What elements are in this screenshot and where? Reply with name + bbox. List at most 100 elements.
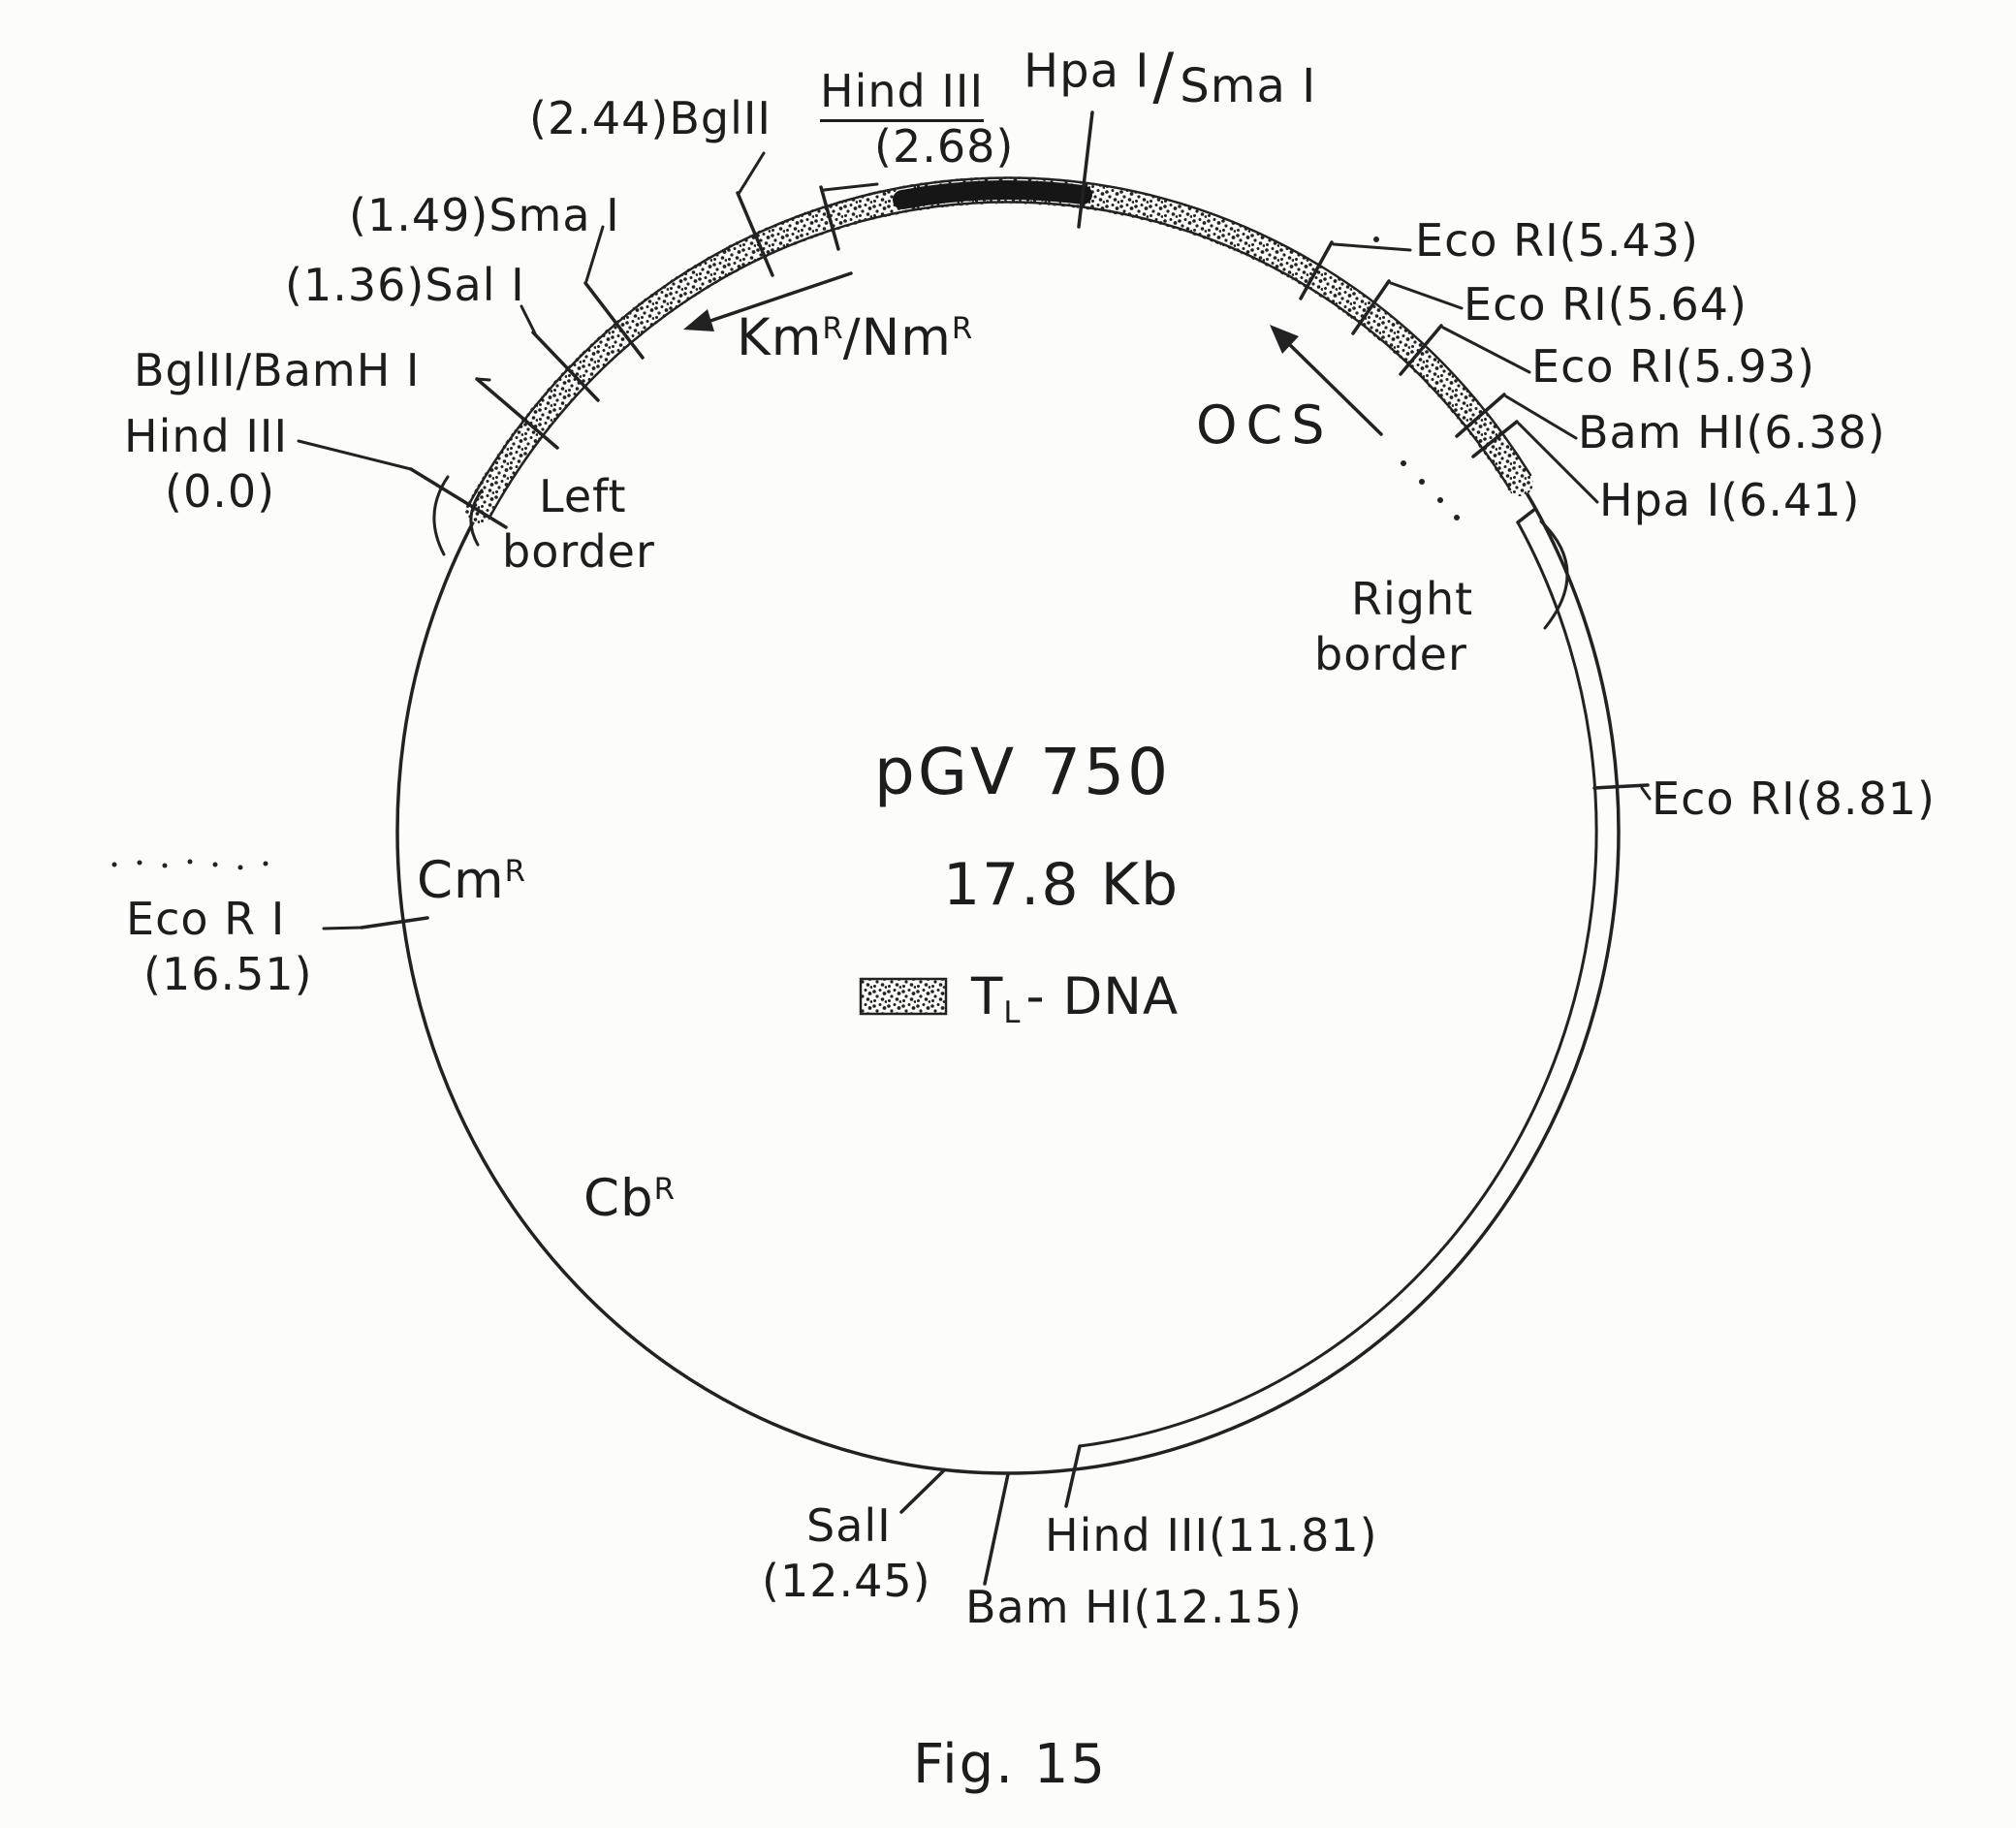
- gene-name: /Nm: [842, 308, 952, 367]
- label-sali-1245: SalI (12.45): [762, 1498, 931, 1609]
- label-ecori-543: Eco RI(5.43): [1415, 213, 1699, 268]
- tick-smai-149: [583, 281, 645, 360]
- stray-dot: [237, 865, 243, 870]
- label-left-border: Left border: [502, 469, 655, 580]
- label-cb-gene: CbR: [583, 1167, 675, 1231]
- leader-bglii-244: [737, 151, 766, 196]
- label-hpai-smai-top: Hpa I/Sma I: [1024, 39, 1316, 116]
- plasmid-title: pGV 750: [874, 733, 1171, 812]
- site-name: (1.36)Sal I: [285, 259, 525, 311]
- tick-bamhi-638: [1455, 393, 1506, 438]
- label-bamhi-1215: Bam HI(12.15): [965, 1580, 1303, 1635]
- ocs-arrow-line: [1286, 341, 1383, 436]
- region-name: Right: [1351, 573, 1474, 625]
- tick-bglii-244: [736, 191, 774, 277]
- site-name: Sma I: [1180, 59, 1317, 114]
- figure-caption: Fig. 15: [913, 1731, 1107, 1798]
- leader-bamhi-638: [1504, 394, 1578, 440]
- leader-ecori-564: [1389, 281, 1464, 310]
- tick-hpai-641: [1471, 420, 1519, 458]
- tick-hindiii-1181: [1064, 1444, 1082, 1508]
- tick-hindiii-268: [819, 185, 840, 251]
- site-name: Hpa I(6.41): [1599, 474, 1861, 526]
- gene-name: Km: [737, 308, 823, 367]
- legend-t: T: [971, 967, 1004, 1026]
- stray-dot: [263, 861, 268, 867]
- stray-dot: [162, 863, 168, 868]
- site-name: Eco RI(5.64): [1464, 278, 1748, 331]
- band-dark-blob: [893, 180, 1092, 209]
- ocs-arrowhead-icon: [1270, 325, 1299, 354]
- site-name: Bam HI(6.38): [1578, 406, 1886, 458]
- tick-ecori-881: [1592, 783, 1650, 790]
- site-position: (2.68): [874, 120, 1015, 173]
- label-hindiii-1181: Hind III(11.81): [1045, 1508, 1378, 1563]
- site-name: BglII/BamH I: [134, 344, 421, 396]
- label-ecori-564: Eco RI(5.64): [1464, 277, 1748, 332]
- plasmid-name: pGV 750: [873, 735, 1172, 809]
- site-name: Hpa I: [1024, 44, 1150, 99]
- label-ecori-1651: Eco R I (16.51): [126, 892, 313, 1002]
- tldna-band: [465, 176, 1533, 524]
- ocs-dot: [1437, 497, 1443, 503]
- label-hindiii-268: Hind III (2.68): [820, 64, 1014, 174]
- site-name: Hind III: [820, 65, 985, 122]
- inner-arc-right: [1078, 520, 1598, 1448]
- plasmid-size-value: 17.8 Kb: [942, 851, 1181, 919]
- inner-arc-join: [1516, 507, 1537, 524]
- region-name: border: [1314, 628, 1467, 681]
- gene-superscript: R: [653, 1172, 676, 1208]
- leader-ecori-881: [1640, 786, 1652, 801]
- label-km-nm-gene: KmR/NmR: [737, 306, 972, 370]
- left-border-mark-inner: [469, 489, 484, 547]
- tldna-band-outer-edge: [467, 176, 1532, 506]
- tick-sali-136: [531, 331, 600, 402]
- region-name: border: [502, 525, 655, 579]
- tick-ecori-564: [1351, 279, 1391, 335]
- gene-name: Cm: [417, 851, 505, 910]
- label-bamhi-638: Bam HI(6.38): [1578, 405, 1886, 460]
- stray-dot: [137, 860, 142, 866]
- legend-subscript: L: [1003, 995, 1021, 1031]
- stray-dot: [212, 862, 218, 867]
- label-hpai-641: Hpa I(6.41): [1599, 473, 1860, 528]
- label-smai-149: (1.49)Sma I: [349, 188, 620, 243]
- gene-name: OCS: [1196, 394, 1334, 456]
- legend-rest: - DNA: [1025, 967, 1180, 1026]
- label-bglii-244: (2.44)BglII: [529, 91, 772, 146]
- gene-name: Cb: [583, 1169, 654, 1228]
- legend-swatch: [859, 977, 948, 1016]
- leader-hindiii-268: [822, 182, 879, 192]
- leader-smai-149: [584, 225, 605, 283]
- site-name: SalI: [806, 1499, 892, 1552]
- tldna-band-inner-edge: [488, 201, 1512, 520]
- stray-dot: [1373, 236, 1379, 242]
- label-hindiii-0: Hind III (0.0): [124, 409, 288, 520]
- km-arrowhead-icon: [683, 309, 714, 331]
- tick-ecori-543: [1299, 240, 1334, 300]
- km-arrow-line: [709, 271, 853, 323]
- site-name: (2.44)BglII: [529, 92, 772, 144]
- site-name: Eco RI(8.81): [1652, 772, 1936, 825]
- leader-hpai-641: [1517, 422, 1599, 504]
- label-bglii-bamhi: BglII/BamH I: [134, 343, 421, 398]
- site-position: (12.45): [762, 1555, 931, 1608]
- site-position: (16.51): [143, 948, 313, 1001]
- site-name: (1.49)Sma I: [349, 189, 620, 241]
- plasmid-size: 17.8 Kb: [943, 849, 1180, 921]
- leader-ecori-593: [1441, 326, 1531, 374]
- leader-bglii-bamhi: [475, 377, 491, 382]
- label-ocs-gene: OCS: [1196, 394, 1334, 458]
- site-name: Hind III(11.81): [1045, 1509, 1378, 1561]
- legend-label: TL- DNA: [971, 965, 1179, 1031]
- leader-ecori-543: [1332, 242, 1412, 252]
- slash: /: [1152, 41, 1176, 113]
- site-name: Bam HI(12.15): [965, 1581, 1303, 1633]
- caption-text: Fig. 15: [912, 1733, 1108, 1796]
- site-position: (0.0): [165, 465, 276, 519]
- gene-superscript: R: [504, 854, 525, 890]
- tick-sali-1245: [899, 1468, 946, 1514]
- tick-hpai-smai: [1077, 110, 1094, 229]
- region-name: Left: [539, 470, 627, 522]
